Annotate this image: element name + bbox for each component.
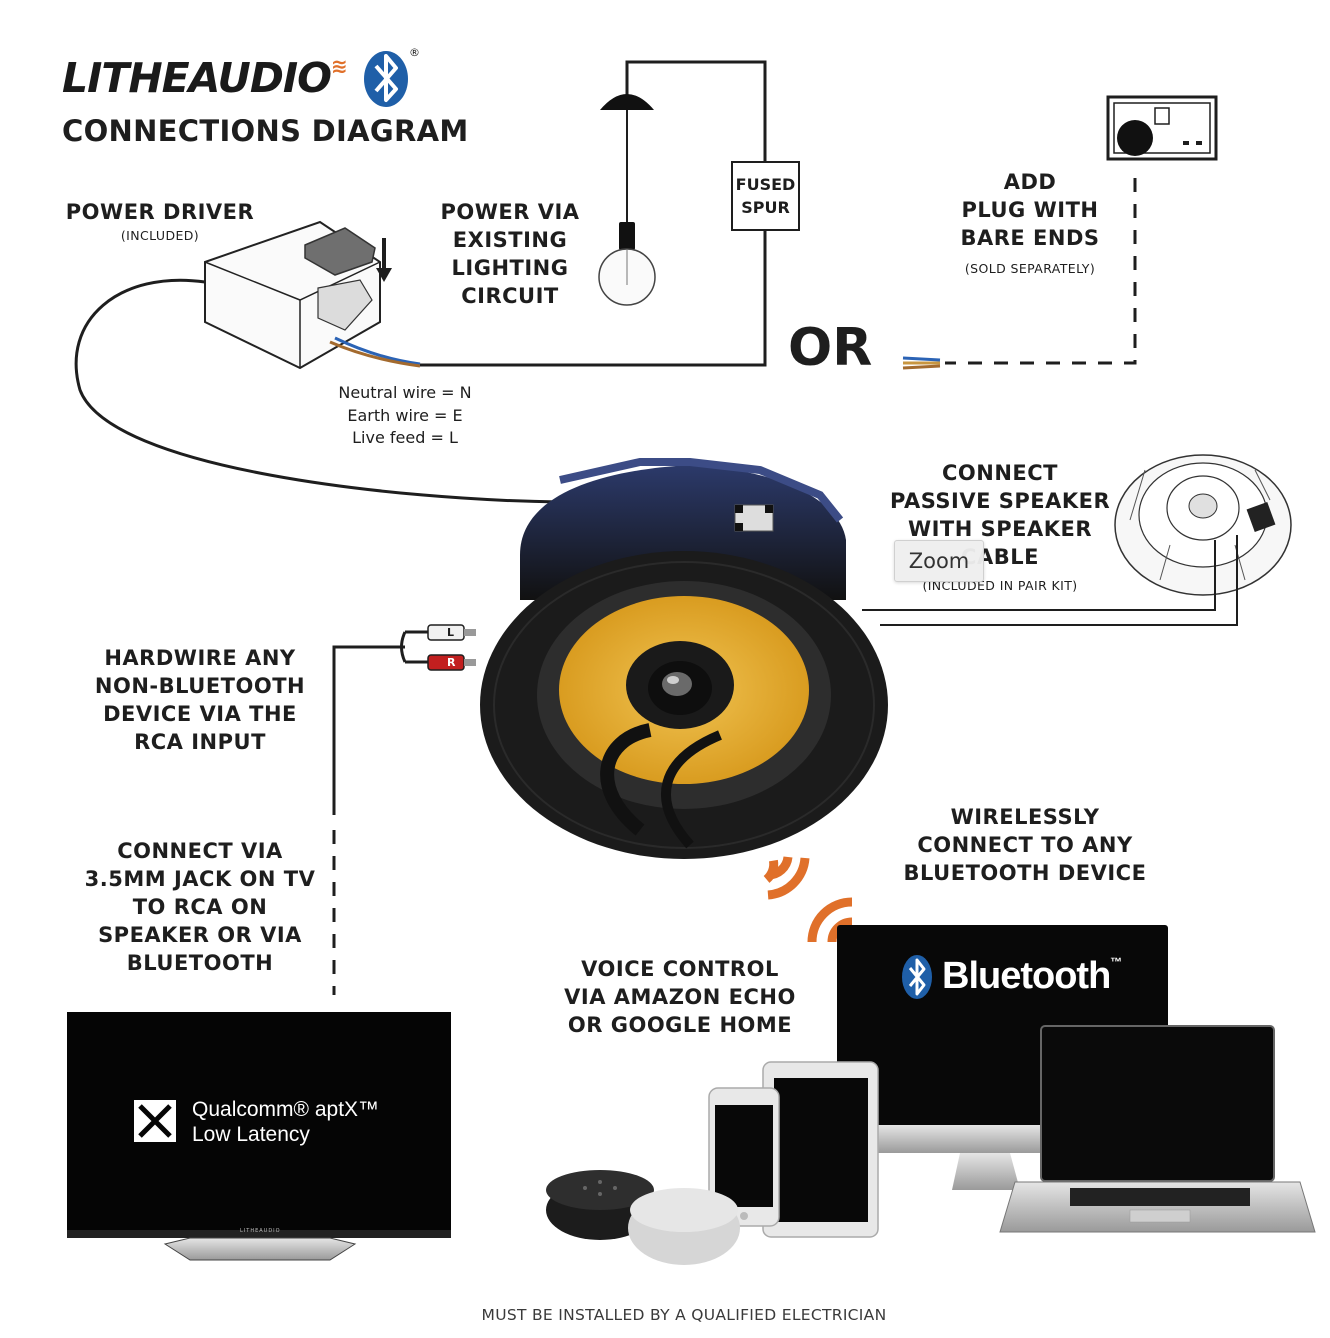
wire-earth: Earth wire = E	[347, 405, 463, 425]
monitor-screen-text: Bluetooth™	[942, 955, 1122, 998]
wirelessly-label: WIRELESSLY CONNECT TO ANY BLUETOOTH DEVI…	[895, 803, 1155, 887]
rca-right-label: R	[447, 656, 456, 669]
voice-control-label: VOICE CONTROL VIA AMAZON ECHO OR GOOGLE …	[555, 955, 805, 1039]
connect-via-line-2: 3.5MM JACK ON TV	[84, 867, 316, 891]
tv-screen-line-1: Qualcomm® aptX™	[192, 1098, 380, 1121]
ceiling-speaker-icon	[480, 458, 888, 859]
zoom-tooltip[interactable]: Zoom	[894, 540, 984, 582]
fused-spur-line-1: FUSED	[735, 175, 796, 194]
brand-name: LITHEAUDIO	[62, 54, 332, 102]
laptop-icon	[999, 1025, 1316, 1233]
power-via-line-3: LIGHTING	[451, 256, 569, 280]
wirelessly-line-1: WIRELESSLY	[950, 805, 1100, 829]
monitor-bluetooth-word: Bluetooth	[942, 955, 1111, 997]
add-plug-note: (SOLD SEPARATELY)	[964, 261, 1096, 276]
tv-icon	[67, 1012, 451, 1261]
power-driver-note: (INCLUDED)	[120, 228, 200, 243]
wire-live: Live feed = L	[352, 428, 458, 447]
passive-speaker-icon	[1114, 454, 1292, 596]
phone-icon	[708, 1087, 780, 1227]
hardwire-label: HARDWIRE ANY NON-BLUETOOTH DEVICE VIA TH…	[80, 644, 320, 756]
voice-control-line-3: OR GOOGLE HOME	[567, 1013, 793, 1037]
power-via-line-2: EXISTING	[452, 228, 568, 252]
connect-passive-line-1: CONNECT	[942, 461, 1058, 485]
rca-left-label: L	[447, 626, 455, 639]
power-via-line-1: POWER VIA	[440, 200, 580, 224]
brand-logo: LITHEAUDIO≋	[62, 54, 348, 102]
amazon-echo-icon	[546, 1170, 654, 1240]
registered-mark: ®	[409, 46, 420, 59]
power-driver-title: POWER DRIVER	[65, 200, 255, 224]
wirelessly-line-3: BLUETOOTH DEVICE	[903, 861, 1147, 885]
wall-socket-icon	[1106, 95, 1218, 161]
page-title: CONNECTIONS DIAGRAM	[62, 114, 469, 148]
add-plug-label: ADD PLUG WITH BARE ENDS (SOLD SEPARATELY…	[940, 168, 1120, 286]
bluetooth-logo-icon-monitor	[902, 955, 932, 999]
connect-via-line-1: CONNECT VIA	[117, 839, 283, 863]
connect-via-line-5: BLUETOOTH	[126, 951, 274, 975]
connect-via-label: CONNECT VIA 3.5MM JACK ON TV TO RCA ON S…	[75, 837, 325, 977]
bluetooth-logo-icon	[364, 51, 408, 107]
connect-passive-line-2: PASSIVE SPEAKER	[890, 489, 1111, 513]
fused-spur-line-2: SPUR	[741, 198, 790, 217]
power-driver-label: POWER DRIVER (INCLUDED)	[60, 198, 260, 246]
voice-control-line-1: VOICE CONTROL	[581, 957, 779, 981]
hardwire-line-1: HARDWIRE ANY	[104, 646, 296, 670]
wirelessly-line-2: CONNECT TO ANY	[917, 833, 1133, 857]
hardwire-line-3: DEVICE VIA THE	[103, 702, 297, 726]
monitor-trademark: ™	[1110, 955, 1122, 969]
hardwire-line-2: NON-BLUETOOTH	[94, 674, 306, 698]
connect-via-line-3: TO RCA ON	[132, 895, 268, 919]
rca-plugs-icon	[400, 624, 476, 671]
or-label: OR	[788, 318, 873, 378]
power-driver-icon	[204, 220, 421, 370]
fused-spur-box	[731, 161, 800, 231]
wire-neutral: Neutral wire = N	[338, 383, 472, 402]
voice-control-line-2: VIA AMAZON ECHO	[564, 985, 796, 1009]
bare-wire-ends-icon	[902, 356, 941, 370]
add-plug-line-1: ADD	[1003, 170, 1057, 194]
tv-screen-text: Qualcomm® aptX™ Low Latency	[192, 1097, 379, 1147]
tablet-icon	[762, 1061, 879, 1238]
connect-passive-line-3: WITH SPEAKER	[907, 517, 1093, 541]
connect-passive-label: CONNECT PASSIVE SPEAKER WITH SPEAKER CAB…	[890, 459, 1110, 601]
power-via-label: POWER VIA EXISTING LIGHTING CIRCUIT	[420, 198, 600, 310]
power-via-line-4: CIRCUIT	[461, 284, 559, 308]
fused-spur-label: FUSED SPUR	[732, 173, 799, 219]
footer-note: MUST BE INSTALLED BY A QUALIFIED ELECTRI…	[481, 1306, 887, 1324]
add-plug-line-2: PLUG WITH	[961, 198, 1099, 222]
wireless-signal-icon	[763, 856, 810, 900]
hardwire-line-4: RCA INPUT	[134, 730, 266, 754]
add-plug-line-3: BARE ENDS	[960, 226, 1100, 250]
tv-screen-line-2: Low Latency	[192, 1123, 310, 1146]
wire-legend: Neutral wire = N Earth wire = E Live fee…	[320, 382, 490, 450]
connect-via-line-4: SPEAKER OR VIA	[98, 923, 302, 947]
google-home-icon	[628, 1188, 740, 1265]
tv-badge: LITHEAUDIO	[240, 1228, 281, 1234]
wifi-mark-icon: ≋	[331, 54, 348, 78]
pendant-lamp-icon	[598, 94, 656, 306]
